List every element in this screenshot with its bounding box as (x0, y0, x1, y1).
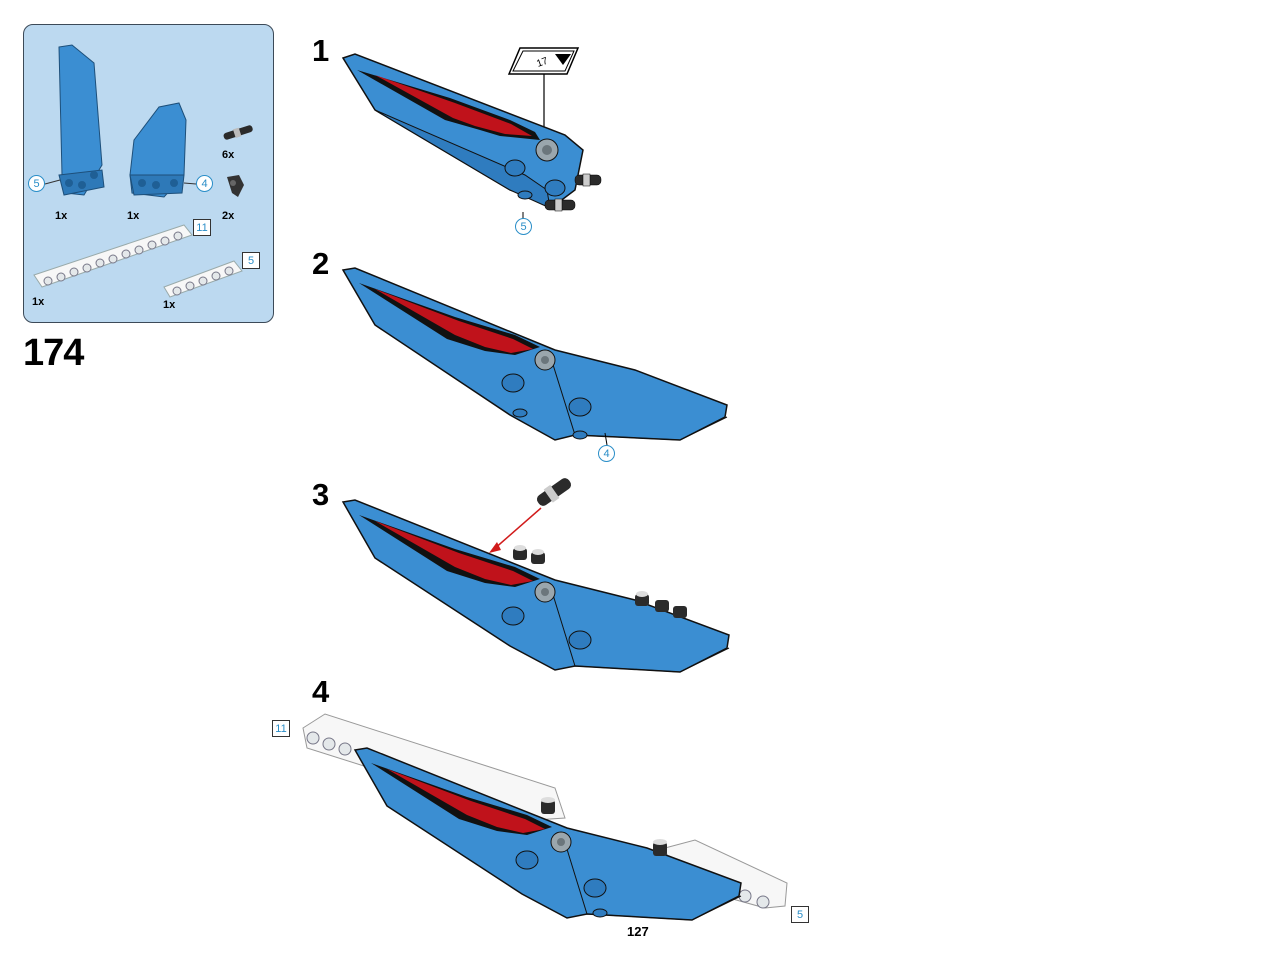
step-2-callout: 4 (598, 445, 615, 462)
pin-axle-insert-icon (536, 478, 572, 506)
sub-step-4-number: 4 (312, 674, 330, 709)
panel-part-right-icon (129, 102, 187, 198)
panel-left-ref: 5 (28, 175, 45, 192)
sub-step-1-number: 1 (312, 33, 330, 68)
connector-icon (227, 175, 244, 197)
beam-11-icon (33, 224, 193, 288)
step-1-illustration: 17 (341, 47, 602, 220)
pin-axle-qty: 6x (222, 149, 235, 161)
step-4-illustration (302, 713, 788, 921)
sub-step-2-number: 2 (312, 246, 330, 281)
step-3-illustration (341, 478, 730, 673)
connector-qty: 2x (222, 210, 235, 222)
sticker-number: 17 (535, 56, 550, 70)
panel-part-left-icon (58, 44, 105, 196)
panel-right-qty: 1x (127, 210, 140, 222)
beam-long-qty: 1x (32, 296, 45, 308)
panel-left-qty: 1x (55, 210, 68, 222)
sub-step-3-number: 3 (312, 477, 330, 512)
step-number: 174 (23, 332, 84, 374)
step-1-callout: 5 (515, 218, 532, 235)
beam-short-length: 5 (242, 252, 260, 269)
page-number: 127 (627, 924, 649, 939)
step-4-beam-right-length: 5 (791, 906, 809, 923)
panel-right-ref: 4 (196, 175, 213, 192)
sticker-17-icon (507, 47, 580, 75)
beam-long-length: 11 (193, 219, 211, 236)
step-2-illustration (341, 267, 728, 446)
beam-5-icon (163, 260, 243, 298)
beam-short-qty: 1x (163, 299, 176, 311)
parts-illustrations (33, 44, 253, 298)
pin-axle-icon (223, 125, 253, 140)
parts-list-panel: 5 1x 4 1x 6x 2x 11 1x 5 1x (23, 24, 274, 323)
step-4-beam-left-length: 11 (272, 720, 290, 737)
